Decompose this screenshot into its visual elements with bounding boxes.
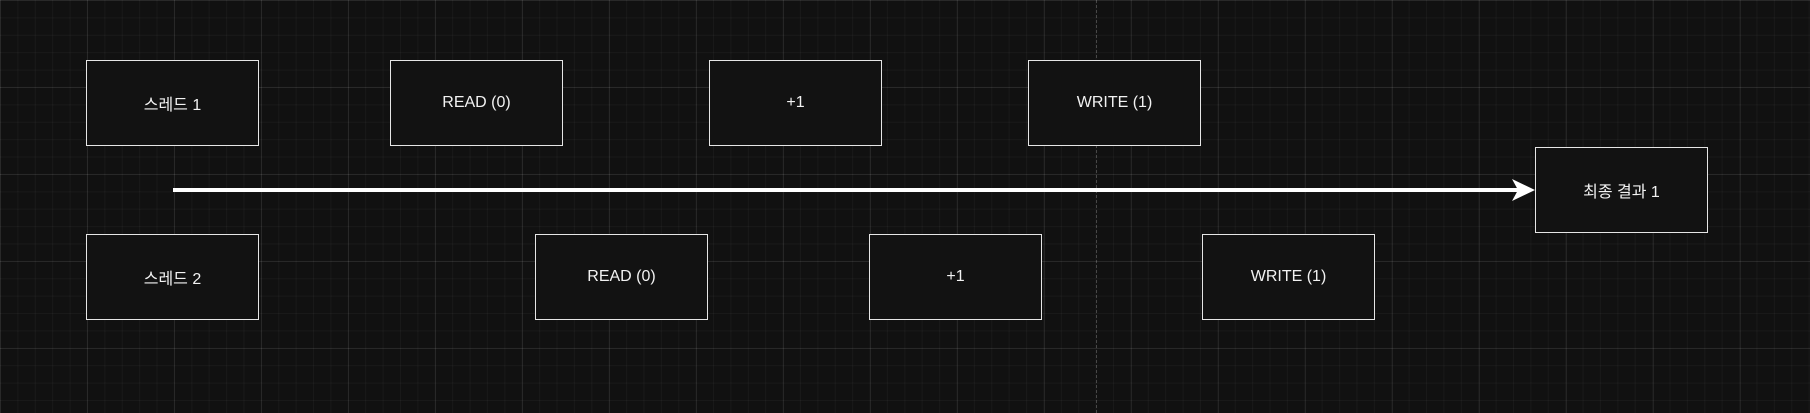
thread-2-increment-box: +1 — [869, 234, 1042, 320]
thread-1-increment-box: +1 — [709, 60, 882, 146]
thread-1-read-box: READ (0) — [390, 60, 563, 146]
thread-2-read-box: READ (0) — [535, 234, 708, 320]
dashed-guide-line — [1096, 0, 1097, 413]
thread-1-write-box: WRITE (1) — [1028, 60, 1201, 146]
thread-1-box: 스레드 1 — [86, 60, 259, 146]
final-result-box: 최종 결과 1 — [1535, 147, 1708, 233]
timeline-arrow-head — [1512, 179, 1535, 201]
thread-2-box: 스레드 2 — [86, 234, 259, 320]
thread-2-write-box: WRITE (1) — [1202, 234, 1375, 320]
